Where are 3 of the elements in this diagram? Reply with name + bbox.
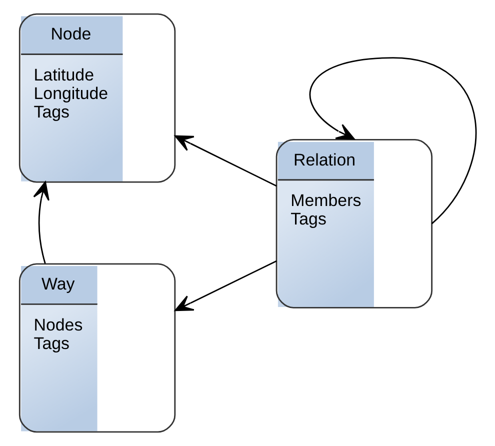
arrow: [174, 135, 276, 187]
arrow: [32, 181, 49, 264]
arrow: [174, 260, 276, 312]
